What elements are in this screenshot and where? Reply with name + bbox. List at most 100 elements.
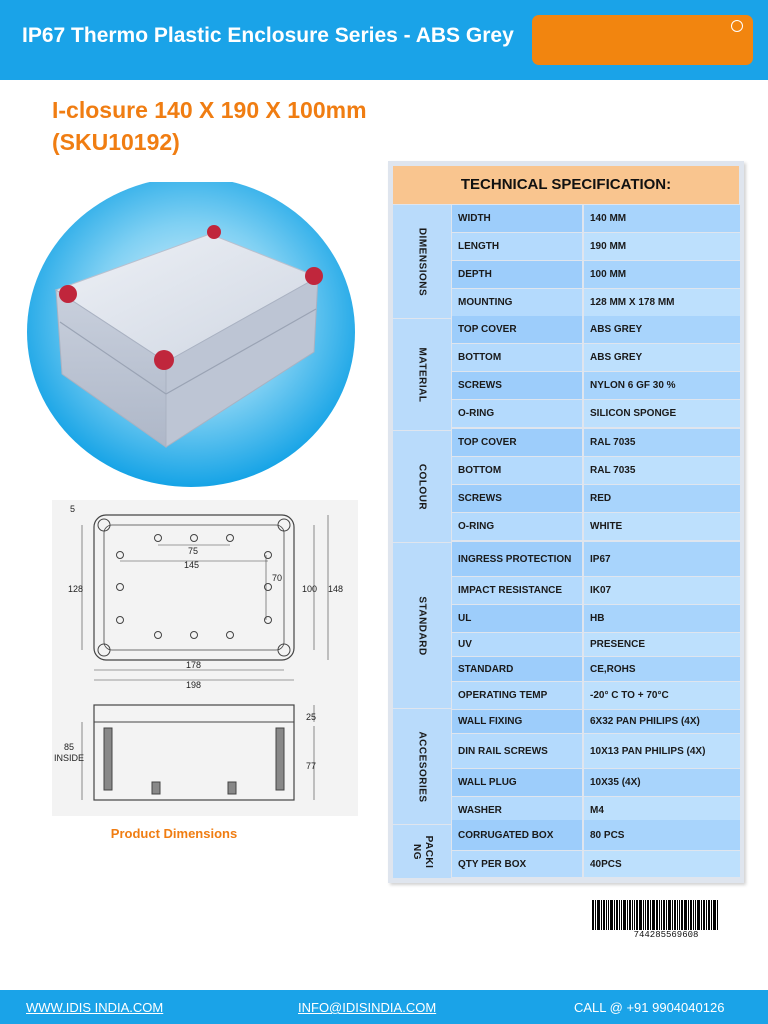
dim-75: 75 xyxy=(188,546,198,556)
spec-key: BOTTOM xyxy=(452,457,582,484)
spec-group-label: STANDARD xyxy=(416,595,428,656)
spec-key: DEPTH xyxy=(452,261,582,288)
spec-key: WALL FIXING xyxy=(452,710,582,733)
spec-value: 6X32 PAN PHILIPS (4X) xyxy=(584,710,740,733)
barcode-number: 744285569608 xyxy=(633,930,699,940)
spec-key: WASHER xyxy=(452,797,582,824)
enclosure-seam-left xyxy=(59,321,167,395)
spec-value: 10X13 PAN PHILIPS (4X) xyxy=(584,734,740,768)
spec-key: MOUNTING xyxy=(452,289,582,316)
spec-value: RAL 7035 xyxy=(584,429,740,456)
top-view xyxy=(93,514,295,661)
spec-group-label: PACKI NG xyxy=(411,835,434,868)
header-bar: IP67 Thermo Plastic Enclosure Series - A… xyxy=(0,0,768,80)
header-action-button[interactable] xyxy=(532,15,753,65)
spec-group-label: COLOUR xyxy=(416,463,428,510)
spec-key: DIN RAIL SCREWS xyxy=(452,734,582,768)
dim-148: 148 xyxy=(328,584,343,594)
circle-icon xyxy=(731,20,743,32)
spec-value: 10X35 (4X) xyxy=(584,769,740,796)
spec-table: TECHNICAL SPECIFICATION: DIMENSIONS WIDT… xyxy=(388,161,744,883)
side-view xyxy=(93,704,295,801)
spec-value: IP67 xyxy=(584,542,740,576)
spec-key: TOP COVER xyxy=(452,316,582,343)
dim-85: 85 xyxy=(64,742,74,752)
spec-value: PRESENCE xyxy=(584,633,740,656)
drawing-caption: Product Dimensions xyxy=(110,826,238,841)
email-link[interactable]: INFO@IDISINDIA.COM xyxy=(298,1000,437,1015)
spec-value: CE,ROHS xyxy=(584,657,740,681)
spec-value: IK07 xyxy=(584,577,740,604)
spec-group-dimensions: DIMENSIONS xyxy=(393,205,451,318)
spec-value: ABS GREY xyxy=(584,344,740,371)
spec-key: O-RING xyxy=(452,513,582,540)
dim-70: 70 xyxy=(272,573,282,583)
dim-77: 77 xyxy=(306,761,316,771)
spec-group-standard: STANDARD xyxy=(393,543,451,708)
footer-bar: WWW.IDIS INDIA.COM INFO@IDISINDIA.COM CA… xyxy=(0,990,768,1024)
spec-value: -20° C TO + 70°C xyxy=(584,682,740,709)
spec-key: STANDARD xyxy=(452,657,582,681)
enclosure-seam-right xyxy=(165,308,317,395)
spec-key: O-RING xyxy=(452,400,582,427)
screw-cap-icon xyxy=(59,285,77,303)
spec-key: CORRUGATED BOX xyxy=(452,820,582,850)
spec-group-material: MATERIAL xyxy=(393,319,451,430)
spec-key: UL xyxy=(452,605,582,632)
spec-value: NYLON 6 GF 30 % xyxy=(584,372,740,399)
product-sku: (SKU10192) xyxy=(52,129,180,155)
screw-cap-icon xyxy=(305,267,323,285)
spec-key: WIDTH xyxy=(452,205,582,232)
spec-key: OPERATING TEMP xyxy=(452,682,582,709)
spec-group-accessories: ACCESORIES xyxy=(393,709,451,824)
product-title-line1: I-closure 140 X 190 X 100mm xyxy=(52,97,367,123)
website-link[interactable]: WWW.IDIS INDIA.COM xyxy=(26,1000,163,1015)
spec-group-packing: PACKI NG xyxy=(393,825,451,878)
website-link-prefix: WWW.IDIS xyxy=(26,1000,91,1015)
dim-198: 198 xyxy=(186,680,201,690)
dim-100: 100 xyxy=(302,584,317,594)
screw-cap-icon xyxy=(154,350,174,370)
spec-key: BOTTOM xyxy=(452,344,582,371)
product-photo xyxy=(27,182,355,487)
spec-value: 128 MM X 178 MM xyxy=(584,289,740,316)
spec-key: LENGTH xyxy=(452,233,582,260)
spec-value: M4 xyxy=(584,797,740,824)
spec-value: 40PCS xyxy=(584,851,740,877)
dim-178: 178 xyxy=(186,660,201,670)
spec-value: 140 MM xyxy=(584,205,740,232)
spec-table-heading: TECHNICAL SPECIFICATION: xyxy=(393,166,739,204)
dim-25: 25 xyxy=(306,712,316,722)
page-header-title: IP67 Thermo Plastic Enclosure Series - A… xyxy=(22,24,514,47)
spec-key: WALL PLUG xyxy=(452,769,582,796)
website-link-suffix: INDIA.COM xyxy=(91,1000,164,1015)
spec-key: IMPACT RESISTANCE xyxy=(452,577,582,604)
spec-value: SILICON SPONGE xyxy=(584,400,740,427)
spec-key: SCREWS xyxy=(452,372,582,399)
phone-number: CALL @ +91 9904040126 xyxy=(574,1000,725,1015)
barcode xyxy=(592,900,740,930)
screw-caps xyxy=(59,225,323,370)
spec-key: QTY PER BOX xyxy=(452,851,582,877)
spec-key: TOP COVER xyxy=(452,429,582,456)
spec-value: WHITE xyxy=(584,513,740,540)
spec-value: 80 PCS xyxy=(584,820,740,850)
spec-group-label: ACCESORIES xyxy=(416,730,428,803)
spec-group-colour: COLOUR xyxy=(393,431,451,542)
spec-value: ABS GREY xyxy=(584,316,740,343)
spec-value: RAL 7035 xyxy=(584,457,740,484)
spec-group-label: DIMENSIONS xyxy=(416,227,428,296)
technical-drawing: 5 75 145 70 128 100 148 178 198 25 85 IN… xyxy=(52,500,358,816)
spec-value: 100 MM xyxy=(584,261,740,288)
spec-group-label: MATERIAL xyxy=(416,347,428,402)
dim-inside-label: INSIDE xyxy=(54,753,84,763)
dim-128: 128 xyxy=(68,584,83,594)
dim-hole-diameter: 5 xyxy=(70,504,75,514)
spec-value: RED xyxy=(584,485,740,512)
spec-key: SCREWS xyxy=(452,485,582,512)
dim-145: 145 xyxy=(184,560,199,570)
product-title: I-closure 140 X 190 X 100mm (SKU10192) xyxy=(52,94,367,158)
spec-value: 190 MM xyxy=(584,233,740,260)
spec-key: UV xyxy=(452,633,582,656)
enclosure-right-side xyxy=(165,276,319,448)
